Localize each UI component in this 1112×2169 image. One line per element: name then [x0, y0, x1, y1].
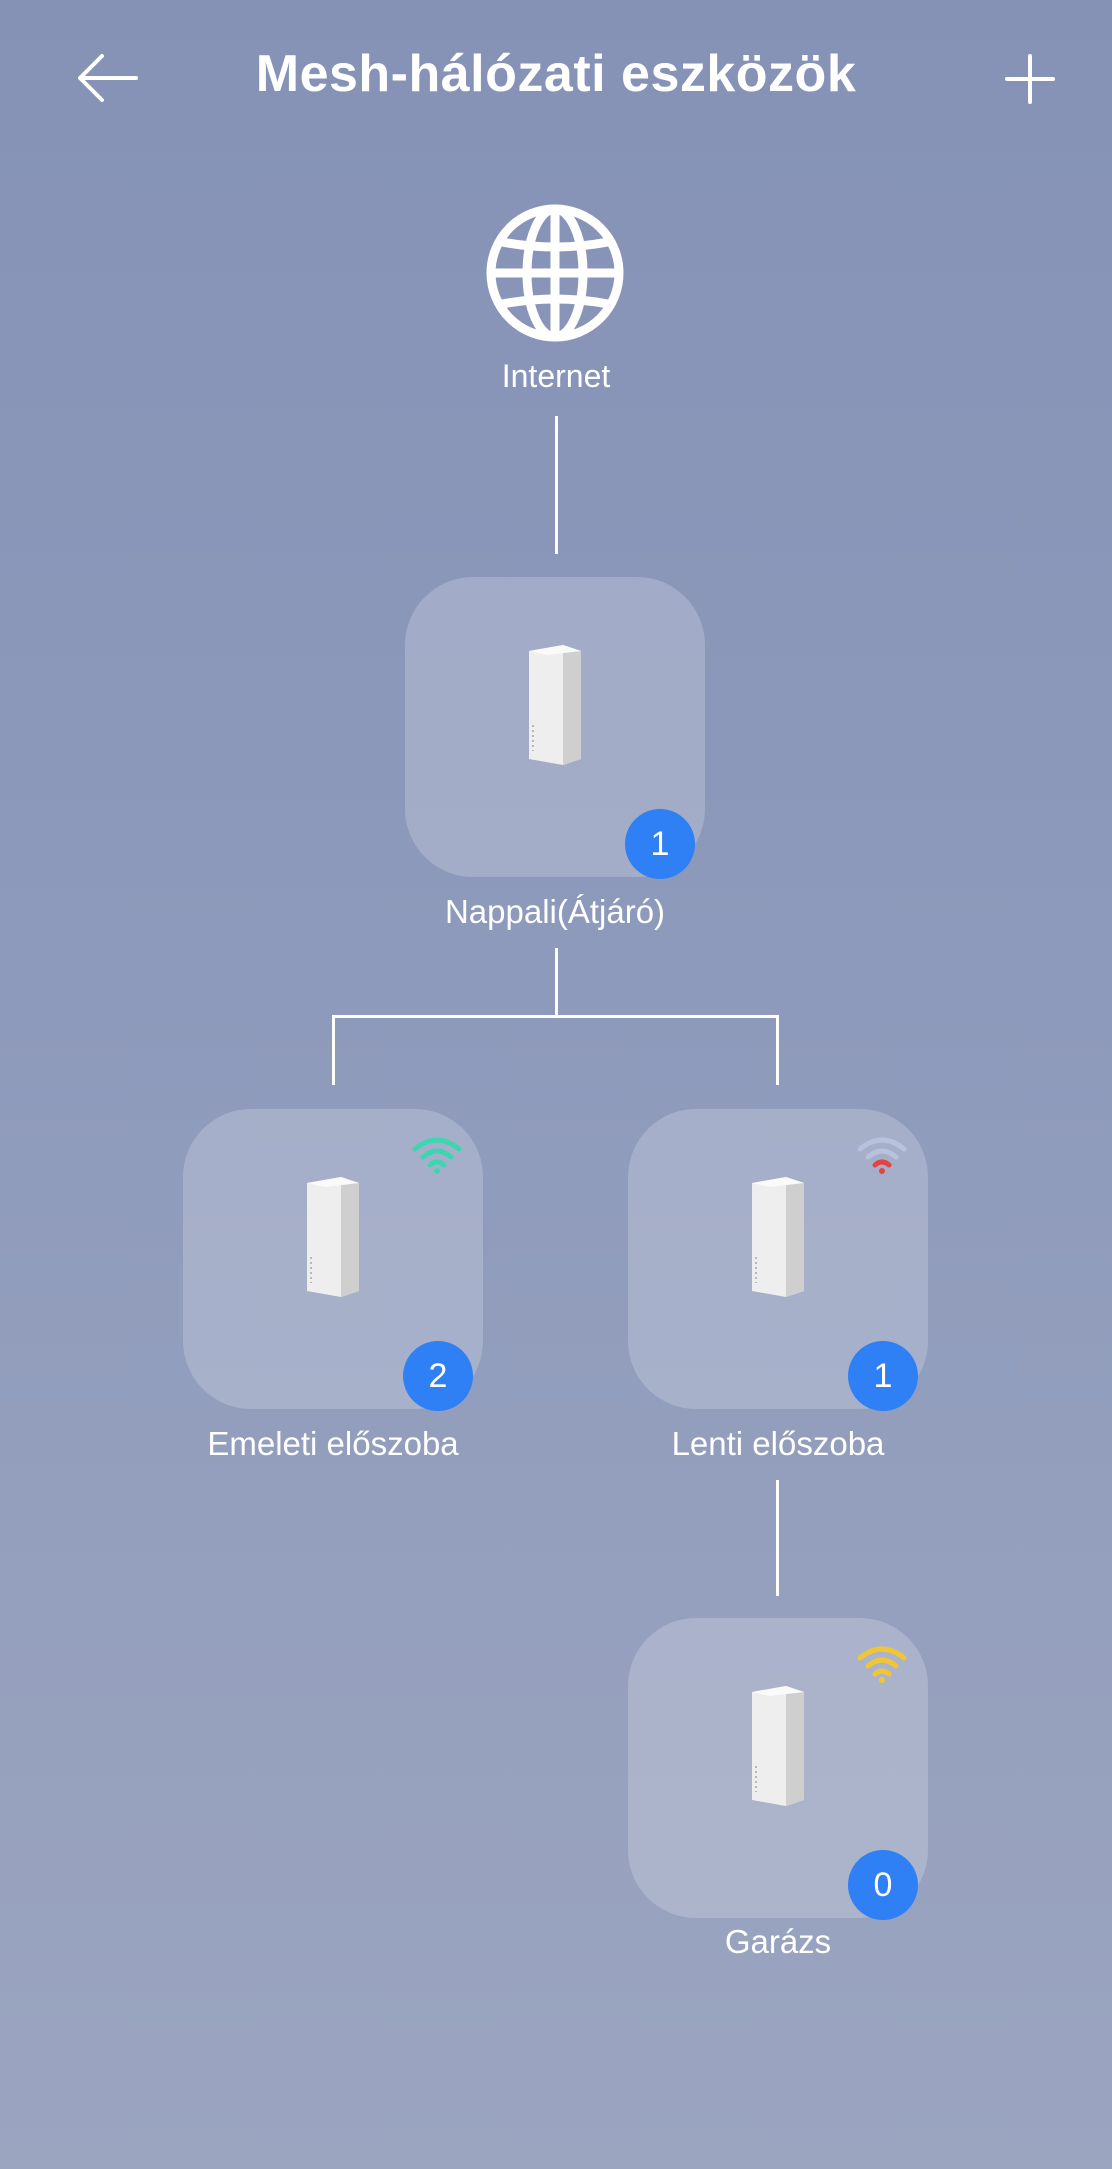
wifi-signal-weak-icon	[857, 1137, 907, 1174]
node-label-upstairs-hall: Emeleti előszoba	[207, 1425, 459, 1462]
client-count-badge: 1	[625, 809, 695, 879]
router-device-icon	[529, 645, 581, 765]
mesh-node-upstairs-hall[interactable]: 2	[183, 1109, 483, 1411]
mesh-node-garage[interactable]: 0	[628, 1618, 928, 1920]
plus-icon	[1005, 54, 1055, 104]
connector-line	[332, 1015, 335, 1085]
add-device-button[interactable]	[990, 40, 1070, 120]
node-label-garage: Garázs	[724, 1923, 832, 1960]
page-title: Mesh-hálózati eszközök	[255, 45, 857, 103]
client-count-badge: 1	[848, 1341, 918, 1411]
wifi-signal-medium-icon	[857, 1646, 907, 1683]
node-label-downstairs-hall: Lenti előszoba	[671, 1425, 885, 1462]
connector-line	[555, 416, 558, 554]
client-count-badge: 2	[403, 1341, 473, 1411]
connector-line	[776, 1015, 779, 1085]
node-label-gateway: Nappali(Átjáró)	[444, 893, 666, 930]
mesh-node-gateway[interactable]: 1	[405, 577, 705, 879]
connector-line	[332, 1015, 779, 1018]
top-bar: Mesh-hálózati eszközök	[0, 0, 1112, 160]
client-count-badge: 0	[848, 1850, 918, 1920]
back-button[interactable]	[66, 40, 146, 120]
router-device-icon	[307, 1177, 359, 1297]
arrow-left-icon	[78, 54, 138, 102]
globe-icon	[486, 204, 624, 342]
mesh-node-downstairs-hall[interactable]: 1	[628, 1109, 928, 1411]
wifi-signal-strong-icon	[412, 1137, 462, 1174]
connector-line	[776, 1480, 779, 1596]
router-device-icon	[752, 1686, 804, 1806]
router-device-icon	[752, 1177, 804, 1297]
internet-label: Internet	[501, 358, 611, 394]
connector-line	[555, 948, 558, 1016]
